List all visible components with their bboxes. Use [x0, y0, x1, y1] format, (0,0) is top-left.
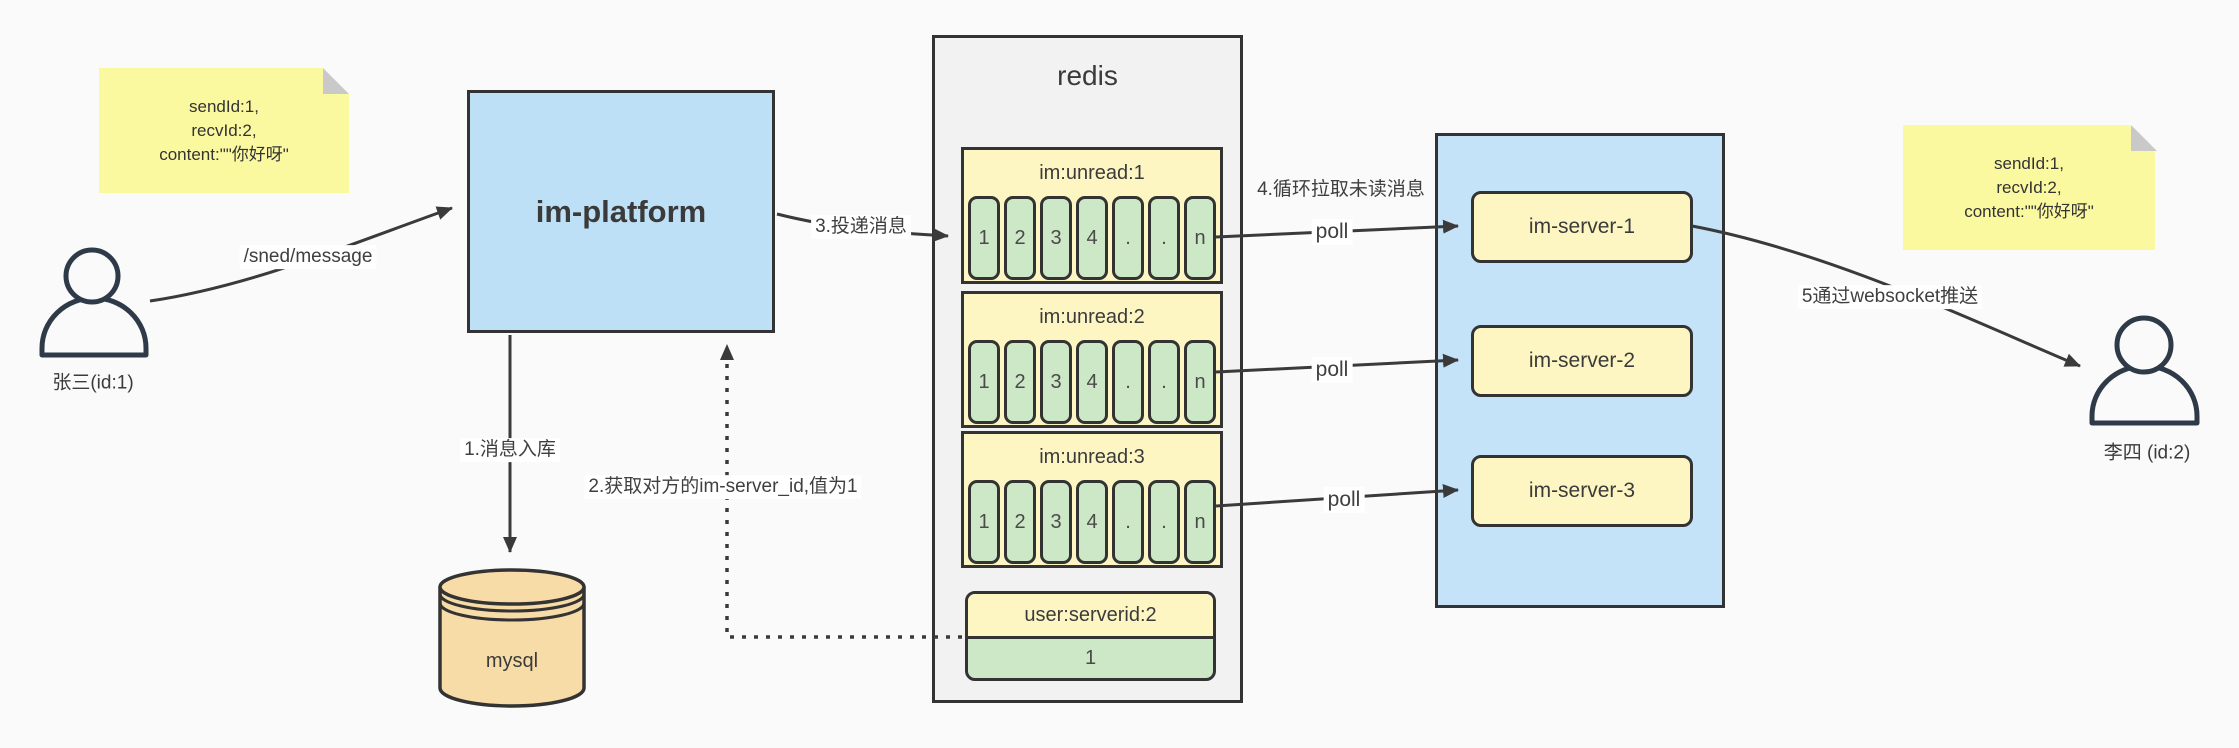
im-platform-title: im-platform — [535, 193, 707, 229]
mysql-database-icon — [438, 568, 586, 708]
note-line: content:""你好呀" — [1964, 201, 2094, 221]
queue-cell: n — [1184, 196, 1216, 280]
receiver-label: 李四 (id:2) — [2103, 442, 2191, 464]
user-icon-receiver — [2089, 315, 2200, 426]
edge-label-poll-1: poll — [1311, 218, 1353, 246]
edge-label-send-api: /sned/message — [239, 245, 377, 269]
im-server-1-label: im-server-1 — [1528, 215, 1636, 238]
note-line: content:""你好呀" — [159, 144, 289, 164]
queue-title: im:unread:2 — [1039, 305, 1145, 328]
cylinder-ring — [438, 593, 586, 613]
redis-queue-unread-2: im:unread:2 1 2 3 4 . . n — [961, 291, 1223, 428]
queue-cell: 4 — [1076, 340, 1108, 424]
queue-cell: 4 — [1076, 480, 1108, 564]
edge-label-step3: 3.投递消息 — [811, 215, 911, 239]
queue-cell: 3 — [1040, 340, 1072, 424]
queue-cell: . — [1148, 196, 1180, 280]
edge-label-step1: 1.消息入库 — [460, 438, 560, 462]
im-server-3-label: im-server-3 — [1528, 479, 1636, 502]
queue-cells: 1 2 3 4 . . n — [964, 196, 1220, 280]
redis-title: redis — [1057, 60, 1118, 91]
note-fold-corner — [323, 68, 349, 94]
edge-label-poll-2: poll — [1311, 356, 1353, 384]
queue-title: im:unread:3 — [1039, 445, 1145, 468]
queue-cell: 2 — [1004, 196, 1036, 280]
note-line: recvId:2, — [1996, 177, 2062, 197]
im-platform-node: im-platform — [467, 90, 775, 333]
redis-queue-unread-1: im:unread:1 1 2 3 4 . . n — [961, 147, 1223, 284]
im-server-2-label: im-server-2 — [1528, 349, 1636, 372]
queue-cell: n — [1184, 340, 1216, 424]
queue-cells: 1 2 3 4 . . n — [964, 480, 1220, 564]
queue-cell: 4 — [1076, 196, 1108, 280]
redis-container: redis im:unread:1 1 2 3 4 . . n im:unrea… — [932, 35, 1243, 703]
sender-label: 张三(id:1) — [52, 372, 134, 394]
queue-cell: . — [1112, 340, 1144, 424]
person-head — [2114, 315, 2174, 375]
person-body — [2089, 363, 2200, 426]
edge-label-step2: 2.获取对方的im-server_id,值为1 — [584, 475, 862, 499]
edge-label-step5: 5通过websocket推送 — [1797, 285, 1983, 309]
note-line: sendId:1, — [1994, 153, 2064, 173]
im-server-1-node: im-server-1 — [1471, 191, 1693, 263]
queue-cell: . — [1112, 196, 1144, 280]
im-server-cluster: im-server-1 im-server-2 im-server-3 — [1435, 133, 1725, 608]
queue-cell: n — [1184, 480, 1216, 564]
queue-title: im:unread:1 — [1039, 161, 1145, 184]
note-line: sendId:1, — [189, 96, 259, 116]
redis-kv-user-serverid: user:serverid:2 1 — [965, 591, 1216, 681]
queue-cell: . — [1148, 480, 1180, 564]
cylinder-ring — [438, 602, 586, 622]
im-server-3-node: im-server-3 — [1471, 455, 1693, 527]
redis-queue-unread-3: im:unread:3 1 2 3 4 . . n — [961, 431, 1223, 568]
queue-cell: 1 — [968, 480, 1000, 564]
mysql-label: mysql — [485, 650, 539, 672]
person-body — [39, 295, 149, 358]
person-head — [63, 247, 121, 305]
queue-cell: . — [1112, 480, 1144, 564]
queue-cell: 3 — [1040, 196, 1072, 280]
note-fold-corner — [2131, 125, 2157, 151]
queue-cells: 1 2 3 4 . . n — [964, 340, 1220, 424]
kv-value: 1 — [1084, 647, 1097, 669]
user-icon-sender — [39, 247, 149, 358]
kv-title: user:serverid:2 — [968, 594, 1213, 639]
queue-cell: 1 — [968, 340, 1000, 424]
sticky-note-left: sendId:1, recvId:2, content:""你好呀" — [99, 68, 349, 193]
cylinder-top — [438, 568, 586, 606]
queue-cell: 3 — [1040, 480, 1072, 564]
queue-cell: 2 — [1004, 340, 1036, 424]
edge-label-step4: 4.循环拉取未读消息 — [1257, 179, 1425, 201]
im-server-2-node: im-server-2 — [1471, 325, 1693, 397]
queue-cell: 2 — [1004, 480, 1036, 564]
note-line: recvId:2, — [191, 120, 257, 140]
queue-cell: 1 — [968, 196, 1000, 280]
edge-label-poll-3: poll — [1323, 486, 1365, 514]
queue-cell: . — [1148, 340, 1180, 424]
sticky-note-right: sendId:1, recvId:2, content:""你好呀" — [1903, 125, 2155, 250]
